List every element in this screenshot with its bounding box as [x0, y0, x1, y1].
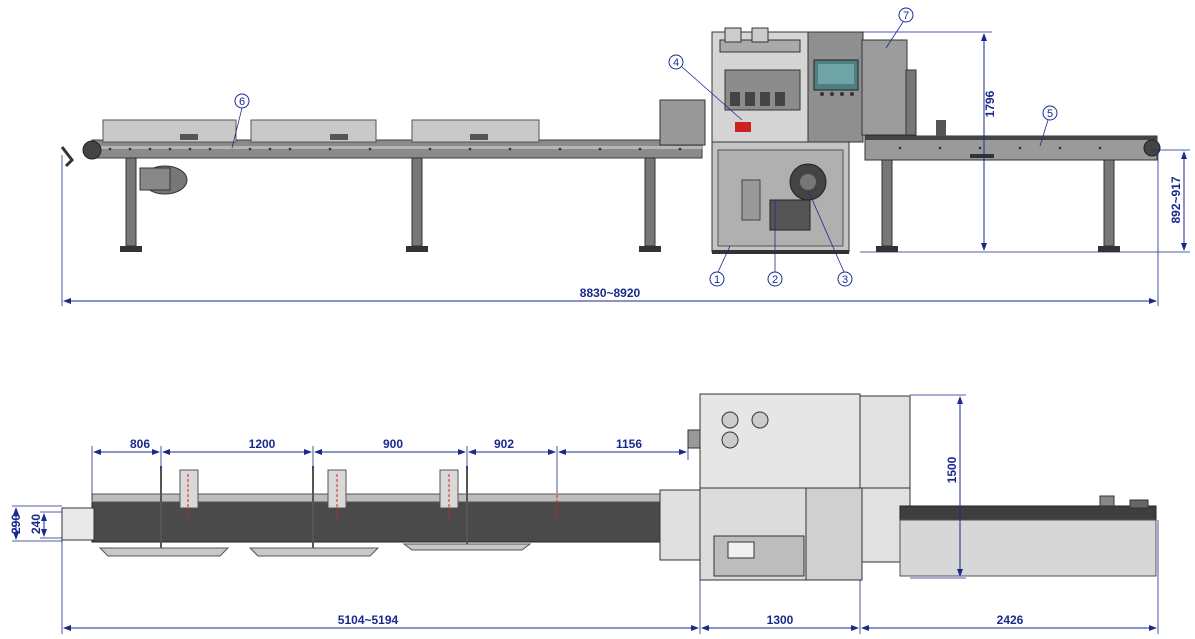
svg-text:8830~8920: 8830~8920	[580, 286, 641, 300]
dim-length-outfeed: 2426	[861, 613, 1157, 631]
svg-text:5104~5194: 5104~5194	[338, 613, 399, 627]
infeed-conveyor-side	[60, 119, 703, 252]
svg-text:1: 1	[714, 274, 720, 286]
svg-text:1156: 1156	[616, 437, 642, 451]
callout-7: 7	[885, 7, 914, 49]
outfeed-conveyor-side	[864, 120, 1161, 252]
main-machine-top	[659, 393, 911, 581]
svg-text:892~917: 892~917	[1169, 176, 1183, 223]
dim-segment-1200: 1200	[162, 437, 312, 455]
svg-text:2426: 2426	[997, 613, 1024, 627]
outfeed-conveyor-top	[899, 495, 1157, 577]
callout-5: 5	[1039, 105, 1058, 147]
dim-length-infeed: 5104~5194	[63, 613, 699, 631]
svg-text:900: 900	[383, 437, 403, 451]
svg-text:3: 3	[842, 274, 848, 286]
dim-segment-1156: 1156	[558, 437, 687, 455]
dim-segment-902: 902	[468, 437, 556, 455]
dim-total-height: 1796	[981, 33, 997, 251]
callout-2: 2	[767, 200, 783, 287]
svg-text:5: 5	[1047, 108, 1053, 120]
dim-length-machine: 1300	[701, 613, 859, 631]
side-view: 8830~8920 1796 892~917 1 2 3	[60, 7, 1190, 306]
svg-text:1500: 1500	[945, 456, 959, 483]
svg-text:4: 4	[673, 57, 679, 69]
svg-text:7: 7	[903, 10, 909, 22]
dim-conveyor-height: 892~917	[1169, 151, 1187, 251]
dim-width-outer: 290	[9, 507, 23, 540]
dim-segment-900: 900	[314, 437, 466, 455]
callout-6: 6	[231, 93, 250, 149]
infeed-conveyor-top	[61, 466, 663, 557]
main-machine-side	[659, 27, 917, 254]
svg-text:1796: 1796	[983, 90, 997, 117]
svg-text:6: 6	[239, 96, 245, 108]
svg-text:902: 902	[494, 437, 514, 451]
svg-text:1200: 1200	[249, 437, 276, 451]
callout-1: 1	[709, 245, 731, 287]
callout-4: 4	[668, 54, 743, 121]
svg-text:1300: 1300	[767, 613, 794, 627]
callout-3: 3	[807, 189, 853, 287]
svg-text:240: 240	[29, 514, 43, 534]
svg-text:290: 290	[9, 514, 23, 534]
svg-text:2: 2	[772, 274, 778, 286]
dim-depth-machine: 1500	[945, 396, 963, 577]
svg-text:806: 806	[130, 437, 150, 451]
dim-overall-length: 8830~8920	[63, 286, 1157, 304]
dim-width-inner: 240	[29, 513, 47, 537]
dim-segment-806: 806	[93, 437, 160, 455]
top-view: 806 1200 900 902 1156 290 240 150	[9, 393, 1159, 634]
